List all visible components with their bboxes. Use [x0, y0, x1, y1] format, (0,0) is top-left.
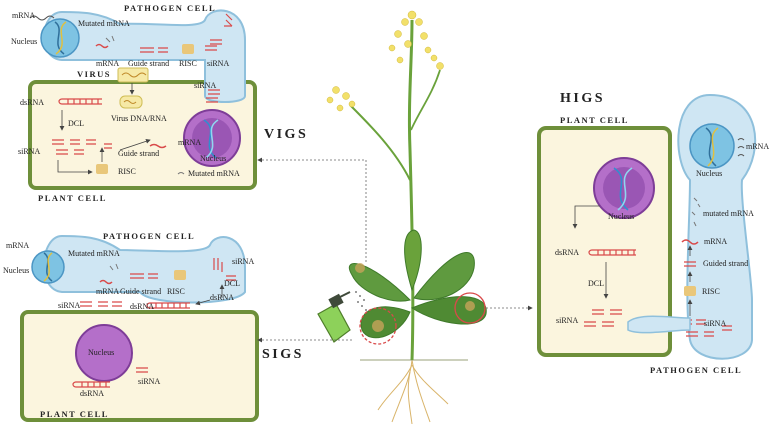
sigs-title: SIGS	[262, 347, 304, 362]
vigs-pathogen-risc-label: RISC	[179, 59, 197, 68]
vigs-mrna-label: mRNA	[12, 11, 36, 20]
higs-plant-nucleus-label: Nucleus	[608, 212, 635, 221]
sigs-mrna-label: mRNA	[6, 241, 30, 250]
sigs-mrna-label-2: mRNA	[96, 287, 120, 296]
virus-box	[117, 67, 149, 83]
sigs-pathogen-cell-title: PATHOGEN CELL	[103, 231, 196, 241]
sigs-dcl-label: DCL	[224, 279, 240, 288]
sigs-dsrna-tube-label: dsRNA	[130, 302, 155, 311]
higs-dcl-label: DCL	[588, 279, 604, 288]
canola-plant	[326, 10, 487, 425]
vigs-pathogen-nucleus	[40, 18, 80, 58]
vigs-pathogen-guide-label: Guide strand	[128, 59, 170, 68]
vigs-plant-cell-title: PLANT CELL	[38, 193, 107, 203]
vigs-pathogen-cell-title: PATHOGEN CELL	[124, 3, 217, 13]
vigs-dsrna-label: dsRNA	[20, 98, 45, 107]
vigs-pathogen-cell	[43, 9, 246, 103]
vigs-dcl-label: DCL	[68, 119, 84, 128]
sigs-plant-nucleus	[75, 324, 133, 382]
vigs-plant-mrna-label: mRNA	[178, 138, 202, 147]
sigs-nucleus-label: Nucleus	[3, 266, 30, 275]
higs-pathogen-mrna-label: mRNA	[746, 142, 770, 151]
sigs-infection-circle	[359, 307, 397, 345]
vigs-sirna-label: siRNA	[18, 147, 41, 156]
sigs-sirna-top-label: siRNA	[232, 257, 255, 266]
higs-sirna-label: siRNA	[556, 316, 579, 325]
vigs-pathogen-sirna-label: siRNA	[207, 59, 230, 68]
sigs-plant-cell	[20, 310, 259, 422]
vigs-mutated-mrna-bottom-label: Mutated mRNA	[188, 169, 240, 178]
sigs-dsrna-top-label: dsRNA	[210, 293, 235, 302]
higs-infection-circle	[454, 292, 486, 324]
vigs-plant-nucleus-label: Nucleus	[200, 154, 227, 163]
sigs-pathogen-nucleus	[31, 250, 65, 284]
higs-pathogen-cell-title: PATHOGEN CELL	[650, 365, 743, 375]
vigs-pathogen-mrna-label: mRNA	[96, 59, 120, 68]
higs-plant-cell-title: PLANT CELL	[560, 115, 629, 125]
higs-mutated-mrna-label: mutated mRNA	[703, 209, 754, 218]
sigs-plant-dsrna-label: dsRNA	[80, 389, 105, 398]
higs-dsrna-label: dsRNA	[555, 248, 580, 257]
virus-label: VIRUS	[77, 69, 111, 79]
higs-mrna-label: mRNA	[704, 237, 728, 246]
virus-dna-rna-label: Virus DNA/RNA	[111, 114, 167, 123]
vigs-dsrna	[58, 98, 102, 105]
higs-title: HIGS	[560, 91, 606, 106]
sigs-sirna-tube-label: siRNA	[58, 301, 81, 310]
vigs-guide-strand-label: Guide strand	[118, 149, 160, 158]
higs-guided-strand-label: Guided strand	[703, 259, 749, 268]
vigs-nucleus-label: Nucleus	[11, 37, 38, 46]
higs-pathogen-sirna-label: siRNA	[704, 319, 727, 328]
sigs-mutated-mrna-label: Mutated mRNA	[68, 249, 120, 258]
vigs-tail-sirna-label: siRNA	[194, 81, 217, 90]
vigs-mutated-mrna-label: Mutated mRNA	[78, 19, 130, 28]
sigs-risc-label: RISC	[167, 287, 185, 296]
sigs-guide-strand-label: Guide strand	[120, 287, 162, 296]
higs-risc-label: RISC	[702, 287, 720, 296]
sigs-pathogen-cell	[43, 234, 246, 304]
sigs-plant-sirna-label: siRNA	[138, 377, 161, 386]
sigs-plant-cell-title: PLANT CELL	[40, 409, 109, 419]
spray-bottle-icon	[317, 291, 367, 343]
vigs-title: VIGS	[264, 127, 309, 142]
sigs-plant-nucleus-label: Nucleus	[88, 348, 115, 357]
vigs-risc-label: RISC	[118, 167, 136, 176]
higs-pathogen-nucleus	[689, 123, 735, 169]
higs-pathogen-nucleus-label: Nucleus	[696, 169, 723, 178]
